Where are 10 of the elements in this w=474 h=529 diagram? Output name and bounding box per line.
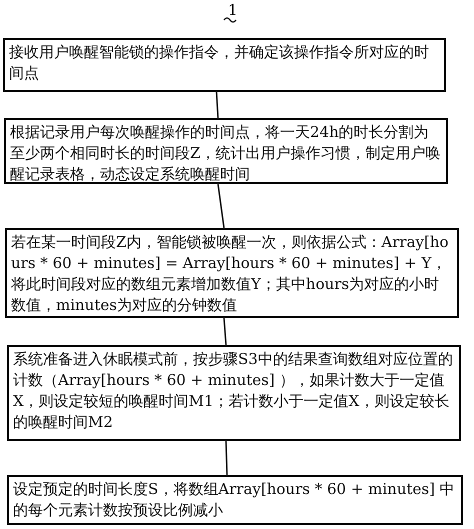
process-box: 系统准备进入休眠模式前，按步骤S3中的结果查询数组对应位置的计数（Array[hours * 60 + minutes] ），如果计数大于一定值X，则设定较短的唤醒时间M1；若计数小于一定值X，则设定较长的唤醒时间M2	[7, 345, 461, 441]
process-box: 若在某一时间段Z内，智能锁被唤醒一次，则依据公式：Array[hours * 60 + minutes] = Array[hours * 60 + minutes] + Y，将此时间段对应的数组元素增加数值Y；其中hours为对应的小时数值，minutes为对应的分钟数值	[5, 228, 459, 318]
process-box: 设定预定的时间长度S，将数组Array[hours * 60 + minutes] 中的每个元素计数按预设比例减小	[7, 475, 463, 525]
connector-line	[225, 440, 228, 476]
process-box: 根据记录用户每次唤醒操作的时间点，将一天24h的时长分割为至少两个相同时长的时间段Z，统计出用户操作习惯，制定用户唤醒记录表格，动态设定系统唤醒时间	[4, 118, 448, 184]
figure-number: 1	[228, 2, 238, 18]
process-box: 接收用户唤醒智能锁的操作指令，并确定该操作指令所对应的时间点	[3, 38, 446, 92]
connector-line	[216, 92, 219, 118]
connector-line	[223, 318, 227, 346]
connector-line	[217, 184, 225, 228]
